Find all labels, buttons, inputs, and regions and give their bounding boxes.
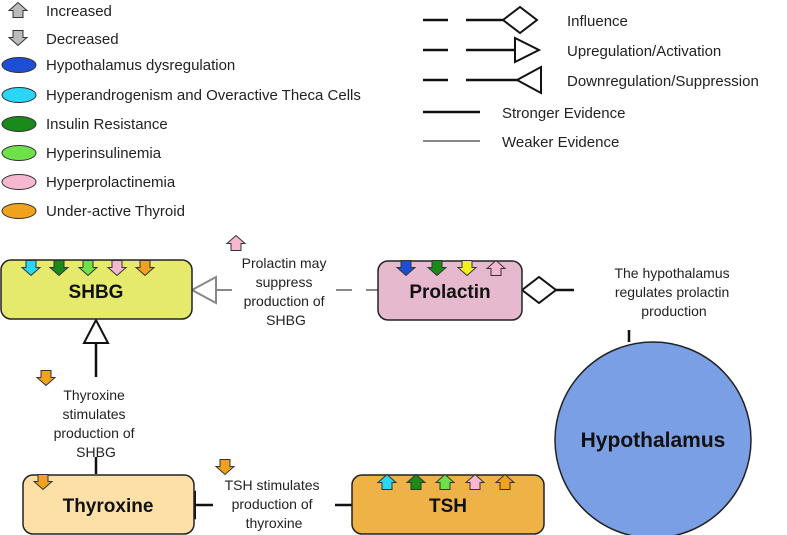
legend-hypothalamus-dysregulation-label: Hypothalamus dysregulation [46, 57, 235, 74]
legend-influence-label: Influence [567, 13, 628, 30]
node-tsh-label: TSH [429, 496, 467, 517]
diamond-icon [520, 275, 558, 305]
open-triangle-left-icon [514, 65, 542, 95]
note-line: SHBG [266, 312, 306, 328]
down-arrow-icon [214, 459, 236, 476]
down-arrow-icon [20, 260, 42, 277]
down-arrow-icon [7, 30, 29, 47]
open-triangle-left-icon [189, 275, 217, 305]
note-line: production [641, 303, 706, 319]
note-line: suppress [256, 274, 313, 290]
down-arrow-icon [426, 260, 448, 277]
diamond-icon [501, 5, 539, 35]
note-line: thyroxine [246, 515, 303, 531]
node-hypothalamus: Hypothalamus [554, 341, 752, 535]
down-arrow-icon [395, 260, 417, 277]
note-line: Prolactin may [242, 255, 327, 271]
open-triangle-up-icon [82, 317, 110, 344]
legend-upregulation: Upregulation/Activation [423, 36, 721, 64]
note-line: TSH stimulates [225, 477, 320, 493]
legend-increased-label: Increased [46, 3, 112, 20]
note-line: production of [232, 496, 313, 512]
note-line: SHBG [76, 444, 116, 460]
down-arrow-icon [7, 30, 29, 47]
open-triangle-right-icon [514, 36, 542, 64]
connector-hypothalamus-prolactin [520, 275, 631, 342]
up-arrow-icon [225, 234, 247, 251]
up-arrow-icon [464, 473, 486, 490]
legend-hyperprolactinemia-label: Hyperprolactinemia [46, 174, 176, 191]
note-line: production of [244, 293, 325, 309]
legend-thyroid-label: Under-active Thyroid [46, 203, 185, 220]
legend-swatch-hyperinsulinemia [1, 145, 37, 161]
note-line: Thyroxine [63, 387, 125, 403]
node-thyroxine: Thyroxine [22, 474, 195, 535]
note-hypothalamus-prolactin: The hypothalamus regulates prolactin pro… [614, 265, 733, 319]
note-tsh-thyroxine: TSH stimulates production of thyroxine [225, 477, 324, 531]
note-prolactin-shbg: Prolactin may suppress production of SHB… [242, 255, 331, 328]
note-line: production of [54, 425, 135, 441]
legend-arrows: Increased Decreased [7, 1, 119, 48]
legend-swatch-insulin-resistance [1, 116, 37, 132]
down-arrow-icon [48, 260, 70, 277]
node-thyroxine-label: Thyroxine [63, 496, 154, 517]
node-tsh: TSH [351, 474, 545, 535]
connector-prolactin-shbg [189, 275, 378, 305]
node-shbg-label: SHBG [69, 282, 124, 303]
up-arrow-icon [494, 473, 516, 490]
up-arrow-icon [376, 473, 398, 490]
node-prolactin-label: Prolactin [409, 282, 490, 303]
legend-hyperandrogenism-label: Hyperandrogenism and Overactive Theca Ce… [46, 87, 361, 104]
connector-thyroxine-shbg [82, 317, 110, 474]
legend-conditions: Hypothalamus dysregulation Hyperandrogen… [1, 57, 361, 220]
down-arrow-icon [77, 260, 99, 277]
note-line: regulates prolactin [615, 284, 729, 300]
note-line: stimulates [63, 406, 126, 422]
legend-stronger: Stronger Evidence [423, 105, 625, 122]
node-prolactin: Prolactin [377, 260, 523, 321]
legend-decreased-label: Decreased [46, 31, 119, 48]
legend-swatch-hypothalamus-dysregulation [1, 57, 37, 73]
legend-weaker: Weaker Evidence [423, 134, 619, 151]
up-arrow-icon [485, 259, 507, 276]
legend-line-types: Influence Upregulation/Activation Downre… [423, 5, 759, 151]
up-arrow-icon [405, 473, 427, 490]
down-arrow-icon [134, 260, 156, 277]
down-arrow-icon [35, 370, 57, 387]
legend-insulin-resistance-label: Insulin Resistance [46, 116, 168, 133]
legend-swatch-hyperandrogenism [1, 87, 37, 103]
down-arrow-icon [456, 260, 478, 277]
up-arrow-icon [7, 1, 29, 18]
node-hypothalamus-label: Hypothalamus [581, 429, 726, 452]
note-line: The hypothalamus [614, 265, 729, 281]
legend-weaker-label: Weaker Evidence [502, 134, 619, 151]
legend-stronger-label: Stronger Evidence [502, 105, 625, 122]
up-arrow-icon [7, 1, 29, 18]
up-arrow-icon [434, 473, 456, 490]
note-thyroxine-shbg: Thyroxine stimulates production of SHBG [54, 387, 139, 460]
down-arrow-icon [32, 474, 54, 491]
legend-upregulation-label: Upregulation/Activation [567, 43, 721, 60]
condition-arrow-markers [20, 234, 516, 491]
down-arrow-icon [106, 260, 128, 277]
legend-swatch-thyroid [1, 203, 37, 219]
legend-influence: Influence [423, 5, 628, 35]
legend-downregulation: Downregulation/Suppression [423, 65, 759, 95]
legend-swatch-hyperprolactinemia [1, 174, 37, 190]
legend-downregulation-label: Downregulation/Suppression [567, 73, 759, 90]
legend-hyperinsulinemia-label: Hyperinsulinemia [46, 145, 162, 162]
